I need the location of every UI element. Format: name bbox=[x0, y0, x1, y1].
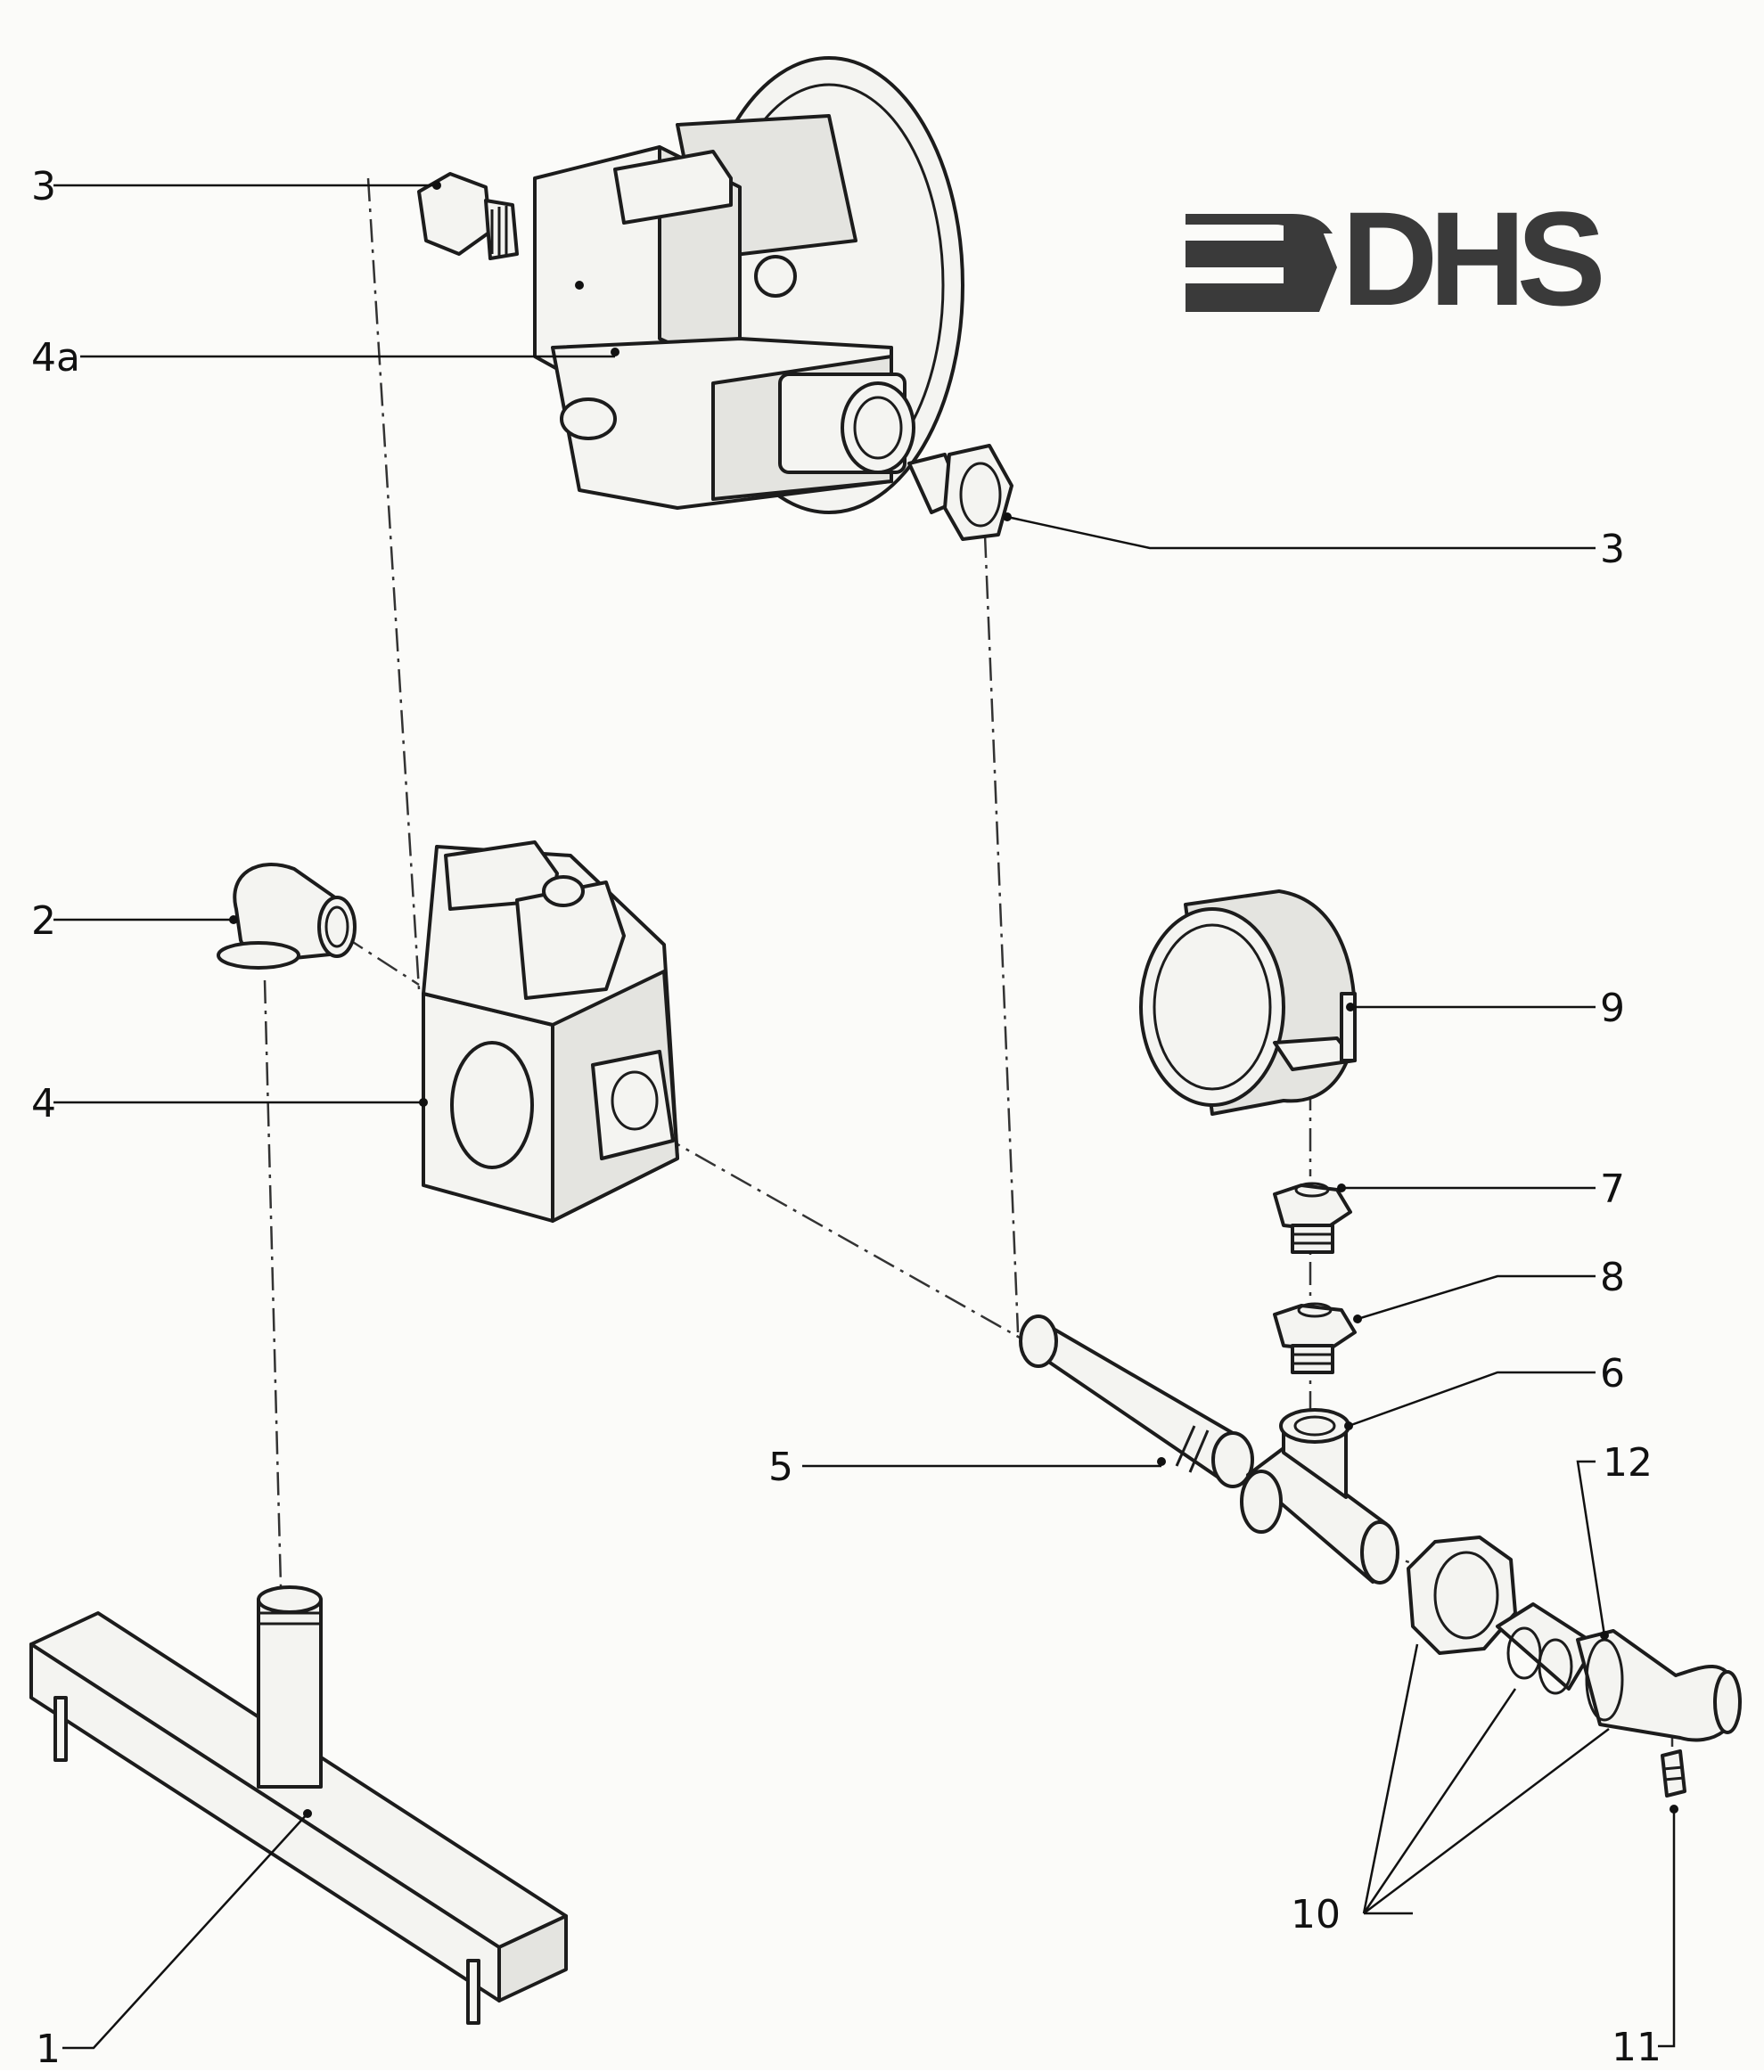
hose-elbow-icon bbox=[1576, 1629, 1742, 1742]
reducer-nipple-icon bbox=[1273, 1302, 1362, 1374]
gas-valve-with-flange-icon bbox=[533, 56, 964, 514]
logo-text: DHS bbox=[1341, 184, 1606, 333]
callout-1: 1 bbox=[36, 2027, 61, 2072]
callout-12: 12 bbox=[1603, 1440, 1653, 1486]
pressure-gauge-icon bbox=[1139, 889, 1357, 1116]
t-frame-icon bbox=[29, 1585, 568, 2025]
callout-6: 6 bbox=[1600, 1351, 1625, 1396]
test-nipple-icon bbox=[1661, 1749, 1686, 1814]
elbow-fitting-icon bbox=[217, 863, 357, 970]
callout-7: 7 bbox=[1600, 1167, 1625, 1212]
callout-4a: 4a bbox=[31, 335, 80, 381]
tee-fitting-icon bbox=[1240, 1408, 1399, 1585]
union-nut-icon bbox=[1407, 1536, 1597, 1695]
leader-lines bbox=[53, 181, 1676, 2050]
callout-9: 9 bbox=[1600, 986, 1625, 1031]
callout-11: 11 bbox=[1612, 2025, 1661, 2070]
callout-10: 10 bbox=[1291, 1892, 1341, 1937]
gas-valve-icon bbox=[422, 840, 679, 1223]
dhs-logo-icon bbox=[1186, 214, 1337, 312]
reducer-nipple-icon bbox=[1273, 1182, 1352, 1254]
hex-nipple-icon bbox=[907, 444, 1013, 541]
callout-5: 5 bbox=[768, 1445, 793, 1490]
callout-4: 4 bbox=[31, 1081, 56, 1126]
callout-3-right: 3 bbox=[1600, 527, 1625, 572]
pipe-nipple-icon bbox=[1019, 1314, 1254, 1488]
hex-nipple-icon bbox=[417, 172, 519, 260]
callout-3-top: 3 bbox=[31, 164, 56, 209]
callout-8: 8 bbox=[1600, 1255, 1625, 1300]
callout-2: 2 bbox=[31, 898, 56, 944]
